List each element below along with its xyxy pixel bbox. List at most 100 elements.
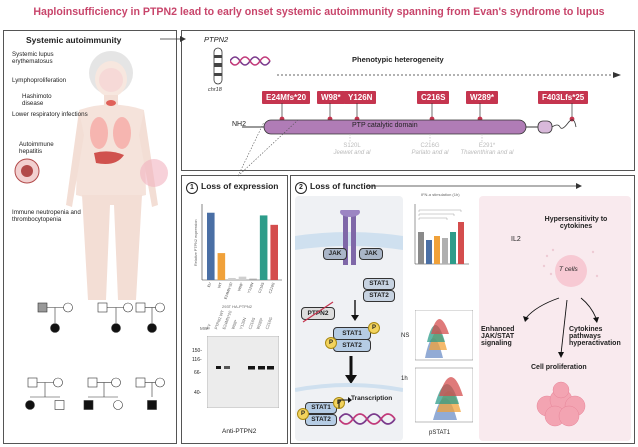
nucleus-curve <box>295 383 403 392</box>
label-sle: Systemic lupus erythematosus <box>12 51 54 66</box>
nh2-label: NH2 <box>232 121 247 128</box>
chromosome-icon <box>213 47 223 85</box>
lane-label-8: C216G <box>264 316 274 330</box>
expression-bar <box>217 253 226 280</box>
oneh-label: 1h <box>401 376 408 382</box>
panel-1-title: Loss of expression <box>201 181 279 191</box>
transcription-label: Transcription <box>351 395 393 402</box>
lane-label-1: EV <box>205 323 212 330</box>
cytokine-pathways-text: Cytokines pathways hyperactivation <box>569 326 621 347</box>
tcell-icon <box>542 248 599 287</box>
protein-domain-diagram <box>242 103 577 143</box>
gene-to-panel1-lines <box>237 120 299 177</box>
stat2-phospho: STAT2 <box>333 339 371 352</box>
pstat1-xlabel: pSTAT1 <box>429 430 451 436</box>
expression-xlabel: 293T HA-PTPN2 <box>222 304 252 309</box>
dna-icon <box>230 56 271 66</box>
cytokine-arrows <box>523 297 599 358</box>
mutation-e24mfs: E24Mfs*20 <box>262 91 311 104</box>
left-panel: Systemic autoimmunity Systemic lupus ery… <box>3 30 177 444</box>
expression-bar <box>270 224 278 280</box>
panel-1-number: 1 <box>186 182 198 194</box>
expression-tick-label: C216G <box>268 282 276 294</box>
pstat1-histograms <box>415 310 473 423</box>
phenotype-arrow <box>277 72 621 78</box>
expression-tick-label: C216S <box>258 281 266 293</box>
proliferation-text: Cell proliferation <box>531 364 587 371</box>
label-hepatitis: Autoimmune hepatitis <box>19 141 54 156</box>
expression-bar <box>207 212 215 280</box>
mutation-y126n: Y126N <box>344 91 377 104</box>
expression-bar <box>249 278 257 280</box>
expression-tick-label: WT <box>217 281 223 288</box>
label-hashimoto: Hashimoto disease <box>22 93 52 108</box>
ptpn2-protein: PTPN2 <box>301 307 335 320</box>
left-to-gene-arrow <box>160 36 186 42</box>
transcription-dna <box>339 413 396 425</box>
tcells-label: T cells <box>559 266 578 273</box>
chromosome-label: chr18 <box>208 87 222 93</box>
ptpn2-inhibit-mark <box>302 301 334 323</box>
stat2-nuclear: STAT2 <box>305 414 337 426</box>
phospho-badge-2: P <box>368 322 380 334</box>
blot-lane-labels: EV PTPN2 WT E24Mfs*20 W98* Y126N C216S W… <box>205 309 280 330</box>
patient-figure <box>66 51 168 300</box>
expression-tick-label: Y126N <box>247 282 255 294</box>
mutation-f403lfs: F403Lfs*25 <box>538 91 589 104</box>
ifn-stim-label: IFN-α stimulation (1h) <box>421 192 460 197</box>
lane-label-7: W289* <box>255 316 265 330</box>
expression-tick-label: EV <box>207 281 213 287</box>
expression-bar <box>259 215 268 280</box>
jak-left: JAK <box>323 248 347 260</box>
mw-116: 116- <box>192 357 202 363</box>
panel-2-to-right-arrow <box>366 183 582 189</box>
blot-antibody-label: Anti-PTPN2 <box>222 428 257 435</box>
lane-label-4: W98* <box>230 319 239 330</box>
pedigree-charts <box>25 302 165 410</box>
cell-cluster-icon <box>536 381 586 427</box>
panel-2-title: Loss of function <box>310 181 377 191</box>
phospho-badge-3: P <box>297 408 309 420</box>
ns-label: NS <box>401 333 410 339</box>
western-blot <box>207 336 279 408</box>
panel-2-number: 2 <box>295 182 307 194</box>
prior-mutation-3-ref: Thaventhiran and al <box>460 150 514 157</box>
prior-mutation-1: S120L Jeewet and al <box>322 143 382 157</box>
pstat1-bar-chart <box>414 204 469 265</box>
prior-mutation-2-ref: Parlato and al <box>411 150 449 157</box>
domain-label: PTP catalytic domain <box>352 122 418 129</box>
label-respiratory: Lower respiratory infections <box>12 111 88 118</box>
mw-66: 66- <box>194 370 202 376</box>
phenotype-heading: Phenotypic heterogeneity <box>352 55 444 64</box>
expression-tick-label: E24Mfs*20 <box>224 282 234 300</box>
blot-mw-label: MW <box>200 326 208 331</box>
prior-mutation-1-name: S120L <box>343 143 361 149</box>
label-cytopenia: Immune neutropenia and thrombocytopenia <box>12 209 81 224</box>
prior-mutation-2-name: C216G <box>420 143 440 149</box>
transcription-arrow <box>338 397 352 408</box>
gene-name: PTPN2 <box>204 35 229 44</box>
expression-bar <box>238 276 247 280</box>
mutation-w98: W98* <box>317 91 345 104</box>
bone-marrow-icon <box>14 158 40 184</box>
mutation-c216s: C216S <box>417 91 450 104</box>
jak-right: JAK <box>359 248 383 260</box>
page-title: Haploinsufficiency in PTPN2 lead to earl… <box>33 6 605 18</box>
label-lymphoproliferation: Lymphoproliferation <box>12 77 67 84</box>
expression-bar <box>228 277 236 280</box>
expression-tick-label: W98* <box>237 281 244 291</box>
stat1-free: STAT1 <box>363 278 395 290</box>
mw-40: 40- <box>194 390 202 396</box>
lane-label-5: Y126N <box>238 316 248 330</box>
il2-label: IL2 <box>511 236 521 243</box>
mw-150: 150- <box>192 348 203 354</box>
jakstat-text: Enhanced JAK/STAT signaling <box>481 326 515 347</box>
phospho-badge-1: P <box>325 337 337 349</box>
prior-mutation-2: C216G Parlato and al <box>400 143 460 157</box>
mutation-w289: W289* <box>466 91 499 104</box>
